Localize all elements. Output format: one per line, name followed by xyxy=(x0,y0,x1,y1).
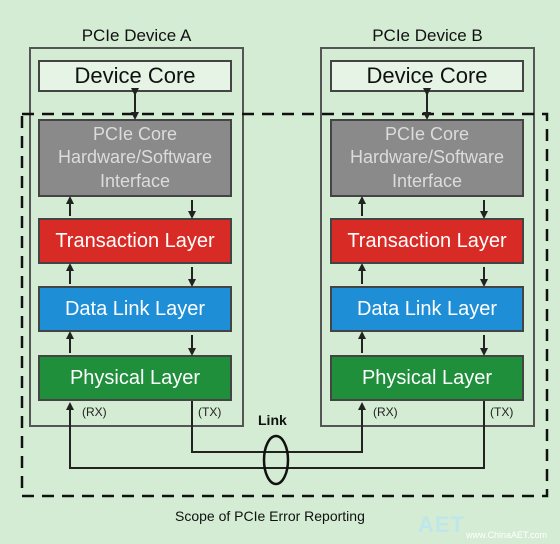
device-a-physical-layer: Physical Layer xyxy=(38,355,232,401)
scope-label: Scope of PCIe Error Reporting xyxy=(175,508,365,524)
aet-watermark-logo: AET xyxy=(418,512,465,537)
device-a-interface: PCIe Core Hardware/Software Interface xyxy=(38,119,232,197)
device-b-title: PCIe Device B xyxy=(372,26,483,45)
device-a-frame xyxy=(29,47,244,427)
device-b-layer-arrows xyxy=(358,196,488,356)
link-wires xyxy=(66,401,485,469)
device-b-frame xyxy=(320,47,535,427)
device-a-tx-label: (TX) xyxy=(198,405,222,419)
device-b-rx-label: (RX) xyxy=(373,405,398,419)
device-a-layer-arrows xyxy=(66,196,196,356)
device-b-physical-layer: Physical Layer xyxy=(330,355,524,401)
device-b-tx-label: (TX) xyxy=(490,405,514,419)
device-b-data-link-layer: Data Link Layer xyxy=(330,286,524,332)
link-loop xyxy=(262,434,290,486)
aet-watermark-url: www.ChinaAET.com xyxy=(466,530,548,540)
device-a-core: Device Core xyxy=(38,60,232,92)
error-reporting-scope-boundary xyxy=(20,112,549,498)
device-b-transaction-layer: Transaction Layer xyxy=(330,218,524,264)
device-a-rx-label: (RX) xyxy=(82,405,107,419)
link-label: Link xyxy=(258,412,287,428)
device-a-data-link-layer: Data Link Layer xyxy=(38,286,232,332)
device-a-title: PCIe Device A xyxy=(81,26,192,45)
device-a-transaction-layer: Transaction Layer xyxy=(38,218,232,264)
device-b-interface: PCIe Core Hardware/Software Interface xyxy=(330,119,524,197)
